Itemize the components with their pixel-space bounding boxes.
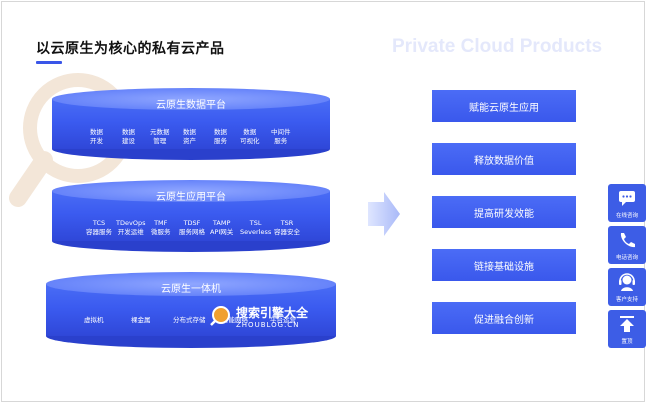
page-title: 以云原生为核心的私有云产品	[36, 41, 225, 57]
value-box: 促进融合创新	[432, 302, 576, 334]
layer-item: 虚拟机	[84, 316, 104, 324]
value-box: 赋能云原生应用	[432, 90, 576, 122]
background-title: Private Cloud Products	[392, 36, 603, 57]
layer-item: 元数据管理	[150, 128, 170, 145]
layer-item: 数据服务	[214, 128, 227, 145]
value-box: 链接基础设施	[432, 249, 576, 281]
layer-item: 智能网络	[222, 316, 248, 324]
watermark-badge: 搜索引擎大全 ZHOUBLOG.CN	[210, 302, 308, 336]
chat-icon	[619, 191, 635, 206]
phone-icon	[620, 233, 635, 248]
online-consult-button[interactable]: 在线咨询	[608, 184, 646, 222]
layer-item: 数据开发	[90, 128, 103, 145]
layer-item: 分布式存储	[173, 316, 206, 324]
side-label: 置顶	[621, 339, 633, 345]
customer-support-button[interactable]: 客户支持	[608, 268, 646, 306]
title-underline	[36, 61, 62, 64]
watermark-url: ZHOUBLOG.CN	[236, 321, 300, 329]
watermark-text: 搜索引擎大全	[236, 306, 309, 320]
layer-item: 裸金属	[131, 316, 151, 324]
layer-title: 云原生数据平台	[156, 100, 226, 111]
phone-consult-button[interactable]: 电话咨询	[608, 226, 646, 264]
back-to-top-button[interactable]: 置顶	[608, 310, 646, 348]
layer-appliance: 云原生一体机 虚拟机 裸金属 分布式存储 智能网络 平台运营	[46, 272, 336, 348]
layer-title: 云原生一体机	[161, 284, 221, 295]
side-label: 客户支持	[615, 297, 638, 303]
side-label: 电话咨询	[615, 255, 638, 261]
layer-item: 数据可视化	[240, 128, 260, 145]
value-box: 提高研发效能	[432, 196, 576, 228]
layer-data-platform: 云原生数据平台 数据开发 数据建设 元数据管理 数据资产 数据服务 数据可视化 …	[52, 88, 330, 160]
layer-title: 云原生应用平台	[156, 192, 226, 203]
side-label: 在线咨询	[615, 213, 638, 219]
value-box: 释放数据价值	[432, 143, 576, 175]
headset-icon	[619, 273, 635, 291]
layer-item: 数据建设	[122, 128, 135, 145]
back-to-top-icon	[620, 316, 634, 332]
right-arrow-icon	[368, 192, 400, 236]
magnifier-icon	[210, 306, 230, 326]
layer-item: 数据资产	[183, 128, 196, 145]
layer-item: 平台运营	[270, 316, 296, 324]
layer-item: 中间件服务	[271, 128, 291, 145]
